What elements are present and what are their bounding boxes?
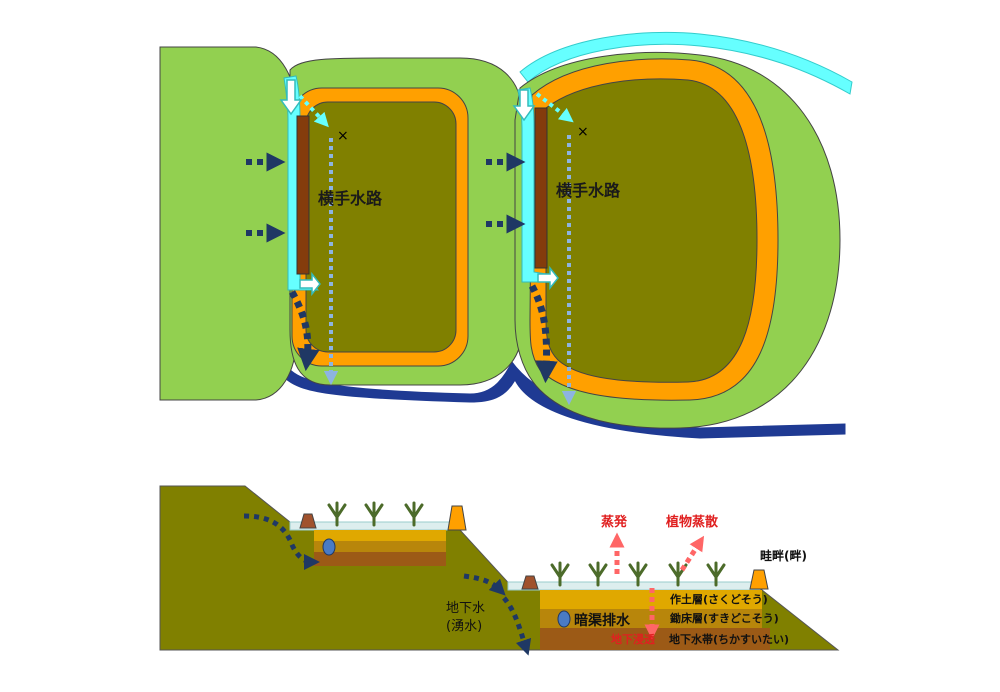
paddy-2 — [514, 52, 841, 429]
lower-paddy-water — [507, 581, 761, 591]
cross-section-view: 蒸発 植物蒸散 畦畔(畔) 地下水 (湧水) 暗渠排水 作土層(さくどそう) 鋤… — [159, 485, 840, 656]
paddy-1 — [289, 57, 523, 386]
left-field — [159, 46, 297, 401]
upper-topsoil — [314, 530, 446, 541]
groundwater-label-line1: 地下水 — [446, 601, 485, 616]
canal-inlet-arrows — [279, 79, 559, 297]
transpiration-label: 植物蒸散 — [665, 514, 719, 530]
levees — [299, 505, 769, 590]
lateral-canal-2 — [534, 107, 548, 269]
plan-view: × × 横手水路 横手水路 — [159, 31, 853, 439]
groundwater-label-line2: (湧水) — [446, 618, 482, 634]
topsoil-label: 作土層(さくどそう) — [670, 592, 768, 606]
groundwater-zone-label: 地下水帯(ちかすいたい) — [669, 632, 789, 646]
lateral-canal-1 — [296, 115, 310, 275]
lateral-canal-label-2: 横手水路 — [556, 181, 621, 200]
upper-water-channel — [519, 31, 853, 95]
cross-mark-2: × — [577, 124, 589, 140]
seepage-inflow-arrows — [246, 152, 526, 243]
vapor-arrows — [609, 532, 705, 640]
rice-plants — [327, 501, 726, 587]
inflow-diagonal-arrows — [298, 92, 574, 128]
plowpan-label: 鋤床層(すきどこそう) — [669, 611, 779, 625]
underdrain-pipe-upper — [322, 538, 336, 556]
underdrain-label: 暗渠排水 — [574, 612, 631, 629]
groundwater-flow-arrows — [243, 513, 532, 656]
lateral-canal-label-1: 横手水路 — [318, 189, 383, 208]
levee-label: 畦畔(畔) — [760, 548, 807, 563]
drain-outflow-arrows — [288, 284, 558, 384]
infiltration-label: 地下浸透 — [611, 632, 656, 646]
evaporation-label: 蒸発 — [601, 514, 628, 530]
upper-subsoil — [314, 552, 446, 566]
upper-plowpan — [314, 541, 446, 552]
through-flow-arrows — [323, 135, 577, 406]
drainage-channel — [284, 361, 846, 439]
cross-mark-1: × — [337, 128, 349, 144]
underdrain-pipe-lower — [557, 610, 571, 628]
